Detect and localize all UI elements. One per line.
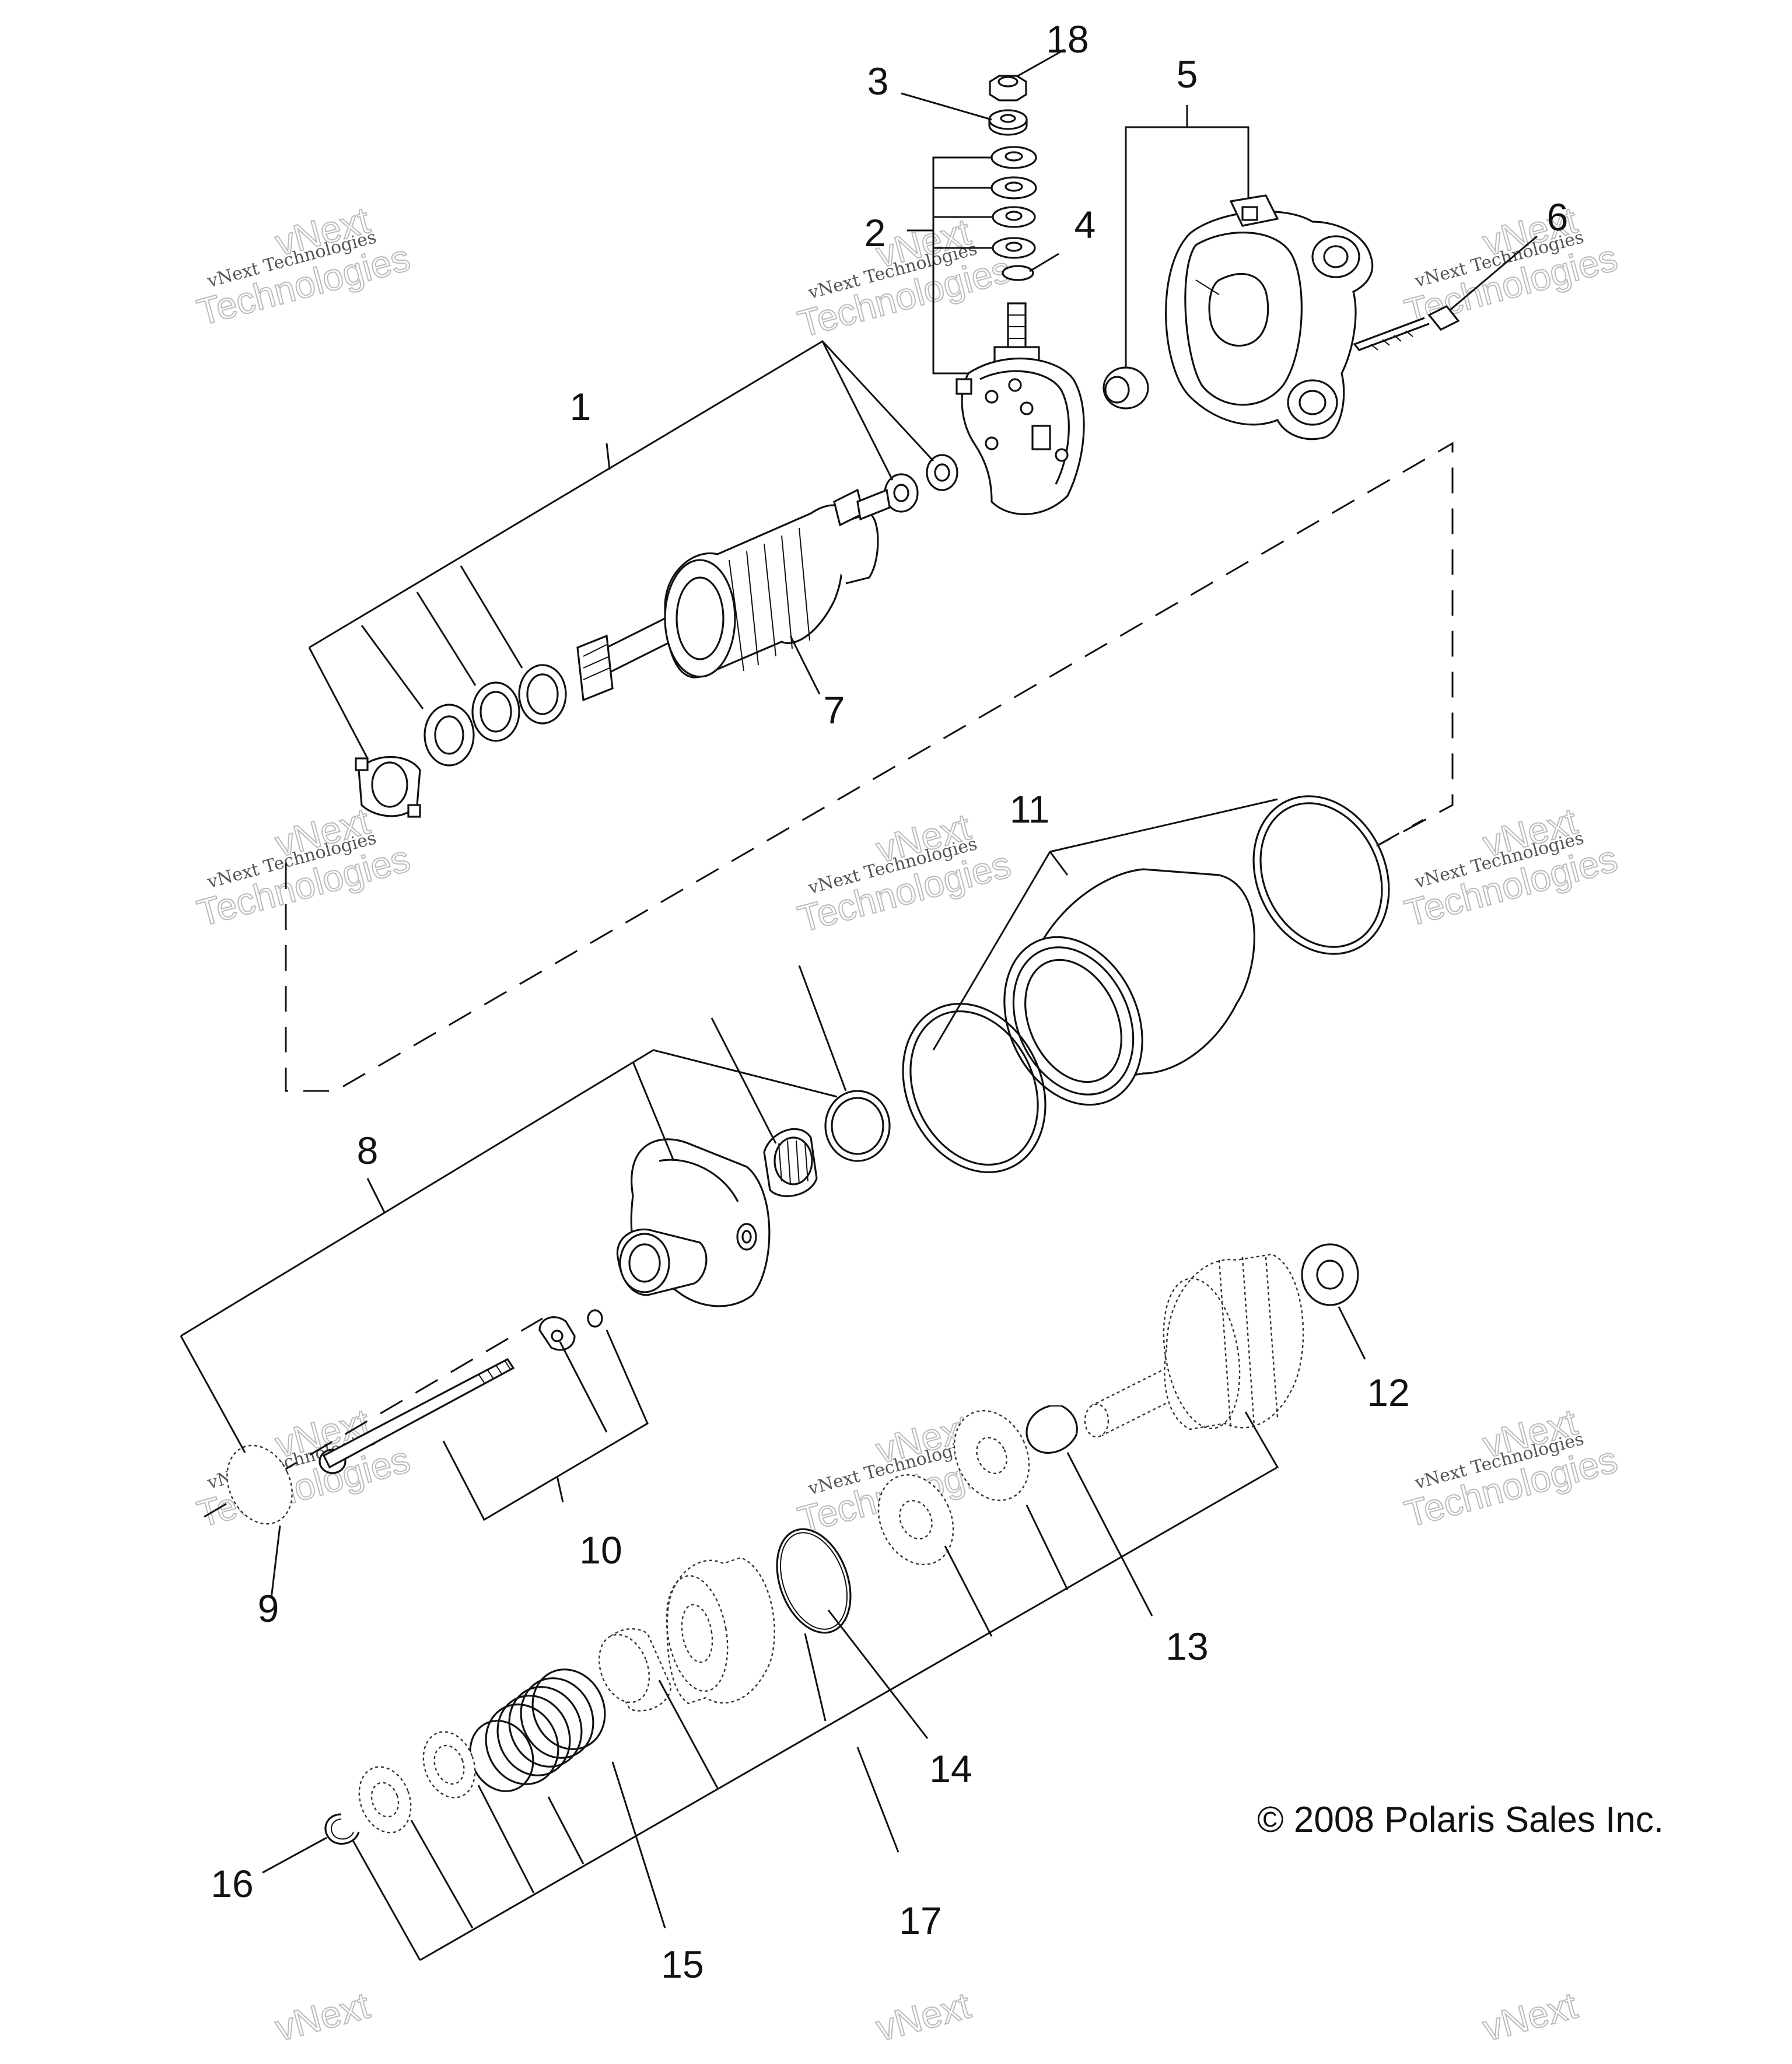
- o-ring-4: [1002, 265, 1034, 281]
- callout-7: 7: [824, 688, 845, 732]
- callout-18: 18: [1046, 18, 1088, 61]
- seal-9: [226, 1444, 293, 1525]
- clutch-plates: [877, 1409, 1030, 1566]
- nut-18: [989, 75, 1027, 102]
- snap-ring-14: [776, 1528, 852, 1634]
- watermark: vNext: [1478, 1983, 1582, 2050]
- washer-pair-right: [884, 454, 958, 513]
- callout-11: 11: [1010, 788, 1050, 831]
- pinion-gear: [666, 1556, 775, 1705]
- bushing: [1102, 366, 1149, 410]
- armature-7: [576, 488, 891, 702]
- spring-seats: [358, 1731, 476, 1834]
- circlip-16: [324, 1813, 360, 1845]
- bearing: [824, 1090, 891, 1162]
- watermark: vNext: [871, 1983, 975, 2050]
- washer-12: [1301, 1243, 1359, 1306]
- brush-plate: [956, 358, 1085, 515]
- callout-labels: 1 2 3 4 5 6 7 8 9 10 11 12 13 14 15 16 1…: [211, 18, 1568, 1986]
- bolt-6: [1353, 305, 1460, 351]
- watermark: vNext vNext Technologies Technologies: [1400, 1400, 1622, 1536]
- washers-2: [991, 146, 1037, 259]
- callout-16: 16: [211, 1862, 253, 1905]
- washer-3: [988, 109, 1028, 136]
- spring-15: [469, 1668, 606, 1792]
- copyright-notice: © 2008 Polaris Sales Inc.: [1257, 1800, 1664, 1840]
- callout-2: 2: [864, 211, 886, 254]
- drive-gear-shaft: [1084, 1253, 1304, 1438]
- callout-9: 9: [258, 1587, 279, 1630]
- yoke-housing-11: [1003, 868, 1255, 1106]
- watermark: vNext vNext Technologies Technologies: [793, 210, 1016, 346]
- watermark: vNext vNext Technologies Technologies: [1400, 799, 1622, 935]
- watermark: vNext vNext Technologies Technologies: [192, 1400, 415, 1536]
- sleeve: [598, 1628, 672, 1712]
- callout-13: 13: [1166, 1625, 1208, 1668]
- callout-17: 17: [899, 1899, 942, 1942]
- callout-14: 14: [929, 1747, 972, 1790]
- callout-12: 12: [1367, 1371, 1409, 1414]
- callout-10: 10: [579, 1528, 622, 1572]
- watermark: vNext vNext Technologies Technologies: [192, 198, 415, 334]
- terminal-bolt: [993, 302, 1040, 366]
- washers-armature-left: [355, 664, 567, 818]
- front-housing-8: [616, 1138, 771, 1307]
- washer-small-10: [538, 1309, 603, 1351]
- callout-4: 4: [1074, 203, 1096, 246]
- o-ring-upper: [1252, 795, 1390, 955]
- watermark-text: vNext: [872, 1984, 975, 2049]
- callout-1: 1: [570, 385, 592, 428]
- needle-bearing: [763, 1128, 818, 1197]
- callout-5: 5: [1177, 53, 1198, 96]
- watermark-text: vNext: [271, 1984, 374, 2049]
- callout-3: 3: [867, 60, 889, 103]
- callout-8: 8: [357, 1129, 379, 1172]
- watermark: vNext vNext Technologies Technologies: [793, 805, 1016, 941]
- through-bolt: [318, 1358, 515, 1474]
- watermark: vNext: [270, 1983, 374, 2050]
- watermark-text: vNext: [1478, 1984, 1581, 2049]
- o-ring-lower: [902, 1003, 1046, 1173]
- callout-6: 6: [1547, 195, 1569, 239]
- end-cover-5: [1165, 194, 1374, 440]
- leader-lines: [180, 48, 1538, 1961]
- callout-15: 15: [661, 1943, 704, 1986]
- snap-ring-13: [1026, 1405, 1078, 1454]
